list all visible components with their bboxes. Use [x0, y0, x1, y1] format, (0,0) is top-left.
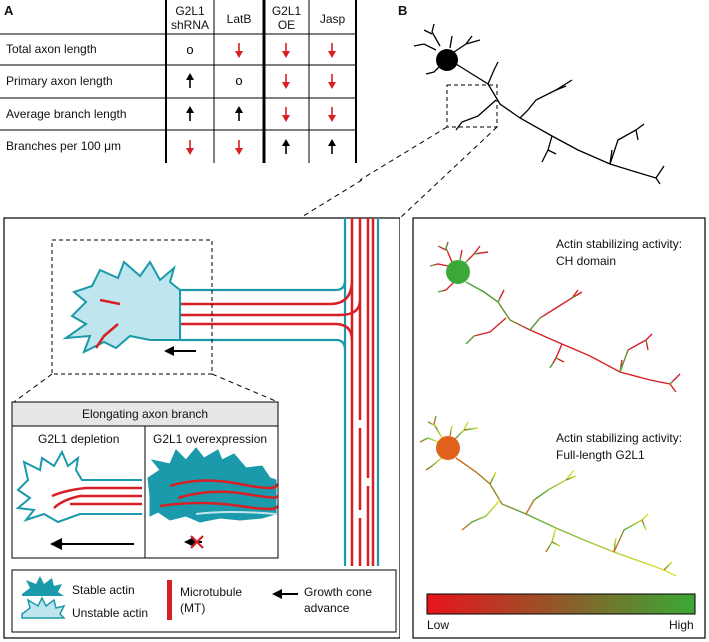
- arrow-increase-head: [186, 106, 194, 113]
- panel-label-a: A: [4, 3, 14, 18]
- arrow-increase-head: [282, 139, 290, 146]
- inset-overexpression-drawing: [147, 447, 279, 549]
- effects-table: oo: [0, 0, 357, 163]
- arrow-decrease-head: [328, 51, 336, 58]
- vertical-axon-shaft: [343, 218, 380, 566]
- neuron-soma: [436, 49, 458, 71]
- arrow-decrease-head: [282, 82, 290, 89]
- arrow-decrease-head: [328, 115, 336, 122]
- neuron-full-length-g2l1: [419, 415, 677, 577]
- col-header-latb: LatB: [226, 12, 252, 26]
- arrow-decrease-head: [235, 51, 243, 58]
- panel-label-b: B: [398, 3, 408, 18]
- arrow-increase-head: [235, 106, 243, 113]
- neuron-ch-domain: [429, 241, 681, 393]
- arrow-decrease-head: [282, 115, 290, 122]
- legend-microtubule-icon: [167, 580, 172, 620]
- row-label-average-branch-length: Average branch length: [6, 107, 127, 121]
- top-neuron-caption: Actin stabilizing activity:CH domain: [556, 237, 683, 268]
- bottom-neuron-caption: Actin stabilizing activity:Full-length G…: [556, 431, 683, 462]
- legend-unstable-actin-label: Unstable actin: [72, 606, 149, 620]
- arrow-decrease-head: [186, 148, 194, 155]
- symbol-no-change: o: [186, 42, 193, 57]
- legend-stable-actin-label: Stable actin: [72, 583, 135, 597]
- arrow-increase-head: [186, 73, 194, 80]
- inset-title: Elongating axon branch: [81, 407, 209, 421]
- growth-cone-panel: [3, 179, 400, 639]
- inset-right-label: G2L1 overexpression: [153, 432, 268, 446]
- inset-depletion-drawing: [15, 449, 142, 550]
- soma-full-length-g2l1: [436, 436, 460, 460]
- legend-growth-arrow-icon: [272, 589, 298, 599]
- row-label-branches-per-100um: Branches per 100 μm: [6, 139, 121, 153]
- arrow-decrease-head: [282, 51, 290, 58]
- growth-cone-main: [62, 260, 181, 355]
- arrow-increase-head: [328, 139, 336, 146]
- symbol-no-change: o: [235, 73, 242, 88]
- soma-ch-domain: [446, 260, 470, 284]
- col-header-jasp: Jasp: [319, 12, 346, 26]
- arrow-decrease-head: [328, 82, 336, 89]
- legend-unstable-actin-icon: [21, 596, 66, 619]
- scale-low-label: Low: [427, 618, 450, 632]
- legend-stable-actin-icon: [22, 576, 64, 596]
- legend-microtubule-label: Microtubule(MT): [180, 585, 243, 615]
- horizontal-axon-branch: [112, 279, 362, 351]
- arrow-decrease-head: [235, 148, 243, 155]
- scale-high-label: High: [669, 618, 694, 632]
- row-label-total-axon-length: Total axon length: [6, 42, 97, 56]
- neuron-overview: [359, 23, 665, 219]
- inset-left-label: G2L1 depletion: [38, 432, 120, 446]
- activity-color-scale: [426, 593, 696, 615]
- row-label-primary-axon-length: Primary axon length: [6, 74, 113, 88]
